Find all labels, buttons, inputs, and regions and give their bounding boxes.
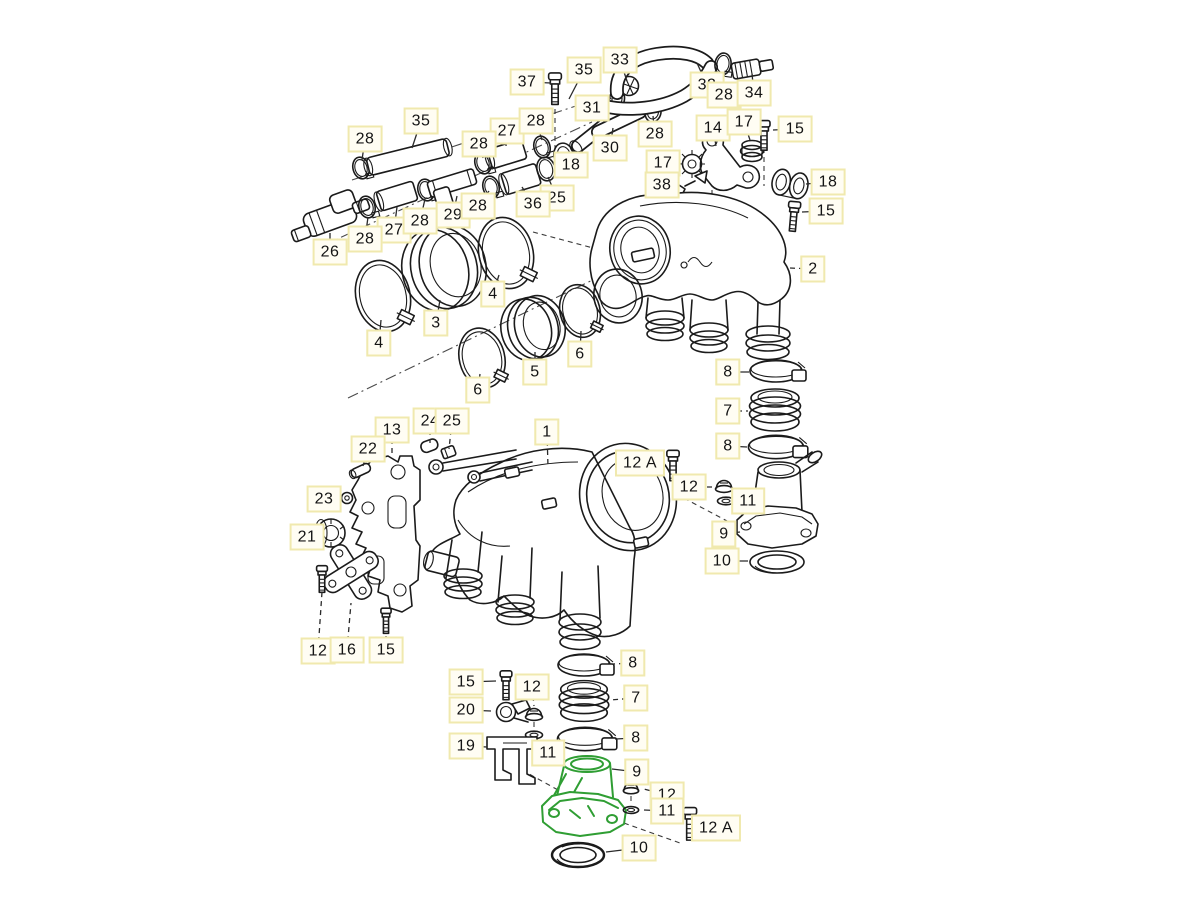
callout-8-62[interactable]: 8 <box>623 724 649 752</box>
callout-8-39[interactable]: 8 <box>715 432 741 460</box>
right-column <box>666 359 824 573</box>
part-9-flange-black <box>737 449 824 548</box>
part-34-fitting <box>731 56 774 79</box>
callout-38-13[interactable]: 38 <box>644 171 680 199</box>
bottom-column <box>542 653 698 867</box>
callout-12-57[interactable]: 12 <box>514 673 550 701</box>
part-20-clamp <box>497 700 531 722</box>
callout-8-37[interactable]: 8 <box>715 358 741 386</box>
callout-28-17[interactable]: 28 <box>347 125 383 153</box>
callout-15-11[interactable]: 15 <box>777 115 813 143</box>
callout-21-51[interactable]: 21 <box>289 523 325 551</box>
part-19-bracket <box>487 737 537 784</box>
part-33-hose <box>617 53 707 93</box>
callout-7-38[interactable]: 7 <box>715 397 741 425</box>
callout-30-7[interactable]: 30 <box>592 134 628 162</box>
callout-11-59[interactable]: 11 <box>531 739 565 767</box>
callout-31-6[interactable]: 31 <box>574 94 610 122</box>
callout-26-29[interactable]: 26 <box>312 238 348 266</box>
callout-6-36[interactable]: 6 <box>567 340 593 368</box>
callout-12A-44[interactable]: 12 A <box>614 449 666 477</box>
callout-3-32[interactable]: 3 <box>423 309 449 337</box>
part-9-flange-highlighted[interactable] <box>542 756 626 836</box>
part-2-manifold <box>589 192 790 359</box>
callout-22-49[interactable]: 22 <box>350 435 386 463</box>
callout-12-40[interactable]: 12 <box>671 473 707 501</box>
callout-15-55[interactable]: 15 <box>448 668 484 696</box>
callout-36-23[interactable]: 36 <box>515 190 551 218</box>
callout-28-27[interactable]: 28 <box>402 207 438 235</box>
part-25-fitting <box>441 445 457 459</box>
callout-9-42[interactable]: 9 <box>711 520 737 548</box>
callout-35-16[interactable]: 35 <box>403 107 439 135</box>
part-18-ferrule <box>770 168 811 201</box>
callout-19-58[interactable]: 19 <box>448 732 484 760</box>
callout-34-5[interactable]: 34 <box>736 79 772 107</box>
part-1-manifold <box>419 432 688 649</box>
callout-35-1[interactable]: 35 <box>566 56 602 84</box>
callout-4-33[interactable]: 4 <box>480 280 506 308</box>
part-35-hose <box>362 137 454 176</box>
part-10-gasket-bottom <box>552 843 604 867</box>
part-10-gasket-upper <box>750 551 804 573</box>
callout-28-20[interactable]: 28 <box>518 107 554 135</box>
callout-33-2[interactable]: 33 <box>602 46 638 74</box>
part-24-cap <box>419 438 439 454</box>
part-16-cross-bracket <box>310 531 393 614</box>
callout-6-34[interactable]: 6 <box>465 376 491 404</box>
callout-18-14[interactable]: 18 <box>810 168 846 196</box>
callout-14-9[interactable]: 14 <box>695 114 731 142</box>
callout-28-8[interactable]: 28 <box>637 120 673 148</box>
bottom-left-hardware <box>487 670 544 784</box>
callout-18-21[interactable]: 18 <box>553 151 589 179</box>
callout-23-50[interactable]: 23 <box>306 485 342 513</box>
callout-8-60[interactable]: 8 <box>620 649 646 677</box>
callout-28-25[interactable]: 28 <box>460 192 496 220</box>
callout-2-30[interactable]: 2 <box>800 255 826 283</box>
callout-5-35[interactable]: 5 <box>522 358 548 386</box>
callout-12A-66[interactable]: 12 A <box>690 814 742 842</box>
callout-25-47[interactable]: 25 <box>434 407 470 435</box>
callout-37-0[interactable]: 37 <box>509 68 545 96</box>
callout-15-54[interactable]: 15 <box>368 636 404 664</box>
part-22-pin <box>348 462 372 479</box>
callout-11-41[interactable]: 11 <box>731 487 765 515</box>
callout-1-45[interactable]: 1 <box>534 418 560 446</box>
callout-20-56[interactable]: 20 <box>448 696 484 724</box>
callout-10-67[interactable]: 10 <box>621 834 657 862</box>
part-26-valve <box>291 188 371 242</box>
callout-15-15[interactable]: 15 <box>808 197 844 225</box>
callout-28-19[interactable]: 28 <box>461 130 497 158</box>
callout-17-10[interactable]: 17 <box>726 108 762 136</box>
callout-16-53[interactable]: 16 <box>329 636 365 664</box>
callout-highlighted-part[interactable]: 9 <box>624 758 650 786</box>
callout-11-65[interactable]: 11 <box>650 797 684 825</box>
callout-10-43[interactable]: 10 <box>704 547 740 575</box>
callout-28-28[interactable]: 28 <box>347 225 383 253</box>
leader-line-1 <box>546 431 549 468</box>
leader-line-16 <box>346 602 352 651</box>
left-bracket-group <box>310 456 420 634</box>
callout-4-31[interactable]: 4 <box>366 329 392 357</box>
callout-7-61[interactable]: 7 <box>623 684 649 712</box>
callout-25-22[interactable]: 25 <box>539 184 575 212</box>
